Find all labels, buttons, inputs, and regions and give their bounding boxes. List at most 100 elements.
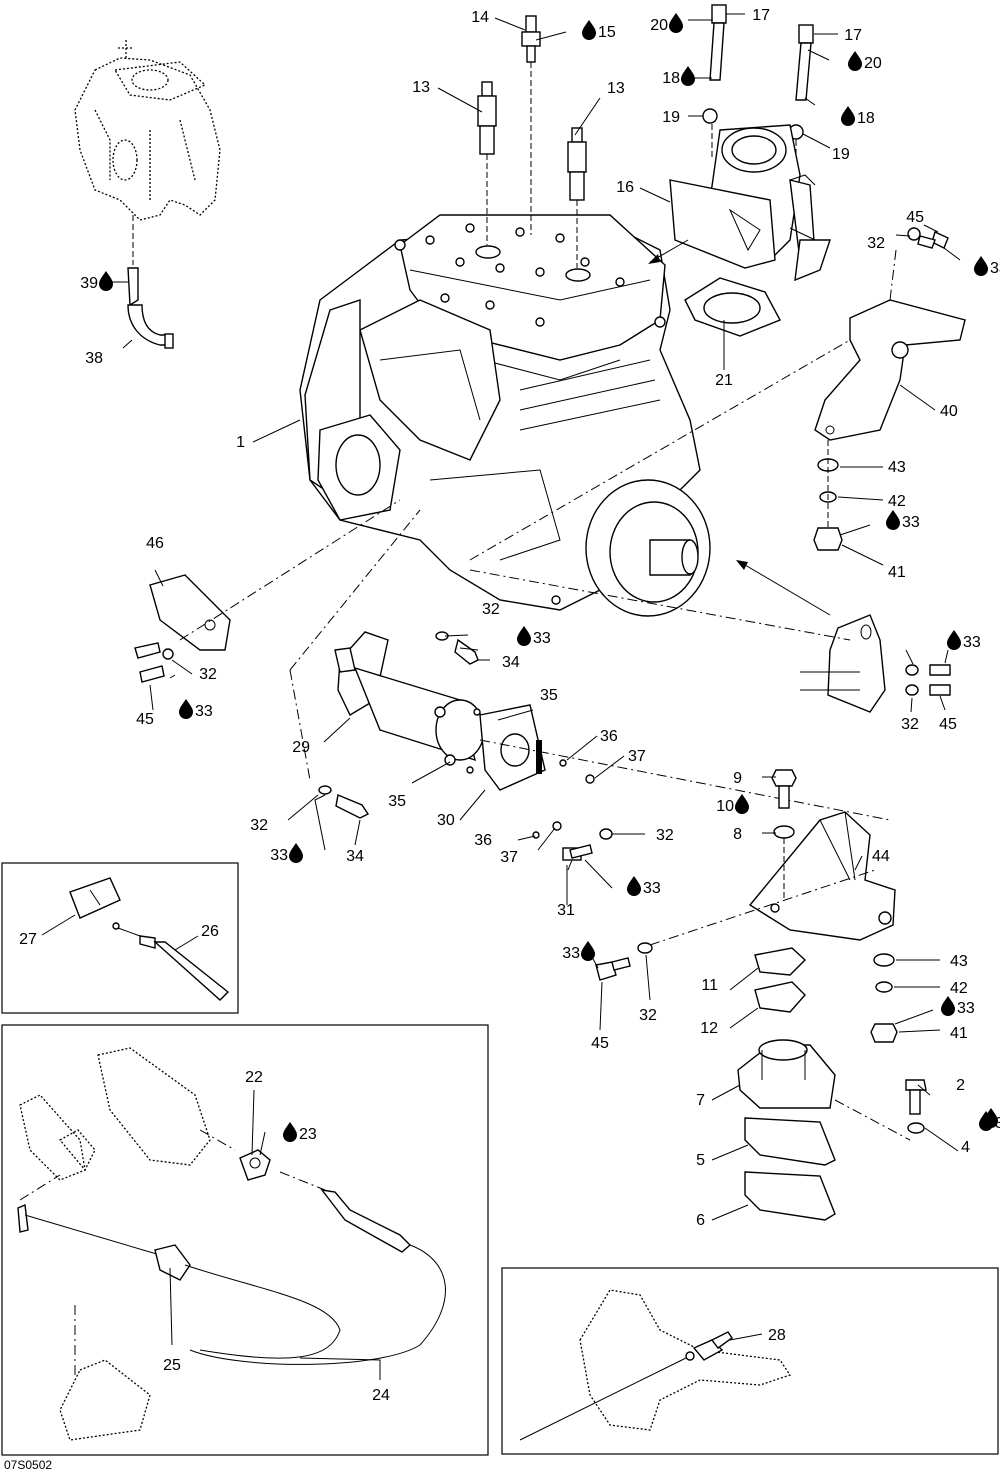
- callout-number: 17: [752, 7, 770, 24]
- drop-icon: [735, 794, 749, 814]
- callout-15: 15: [582, 20, 616, 41]
- callout-20: 20: [650, 13, 683, 34]
- callout-number: 42: [888, 493, 906, 510]
- callout-number: 20: [650, 17, 668, 34]
- callout-number: 32: [639, 1007, 657, 1024]
- callout-11: 11: [701, 977, 718, 994]
- callout-46: 46: [146, 535, 164, 552]
- callout-34: 34: [346, 848, 364, 865]
- callout-32: 32: [199, 666, 217, 683]
- callout-36: 36: [474, 832, 492, 849]
- engine-support-46: [134, 574, 231, 683]
- callout-number: 37: [628, 748, 646, 765]
- callout-number: 32: [867, 235, 885, 252]
- drop-icon: [179, 699, 193, 719]
- drop-icon: [979, 1111, 993, 1131]
- callout-28: 28: [768, 1327, 786, 1344]
- callout-number: 36: [600, 728, 618, 745]
- upper-mount-hardware: [813, 440, 843, 551]
- callout-8: 8: [733, 826, 742, 843]
- callout-38: 38: [85, 350, 103, 367]
- callout-number: 43: [950, 953, 968, 970]
- callout-number: 9: [733, 770, 742, 787]
- callout-22: 22: [245, 1069, 263, 1086]
- callout-27: 27: [19, 931, 37, 948]
- callout-19: 19: [662, 109, 680, 126]
- callout-29: 29: [292, 739, 310, 756]
- callout-30: 30: [437, 812, 455, 829]
- throttle-gasket: [684, 277, 781, 337]
- callout-24: 24: [372, 1387, 390, 1404]
- drop-icon: [886, 510, 900, 530]
- drop-icon: [947, 630, 961, 650]
- drop-icon: [581, 941, 595, 961]
- spark-plug-left: [477, 81, 497, 245]
- callout-number: 46: [146, 535, 164, 552]
- callout-32: 32: [250, 817, 268, 834]
- callout-number: 25: [163, 1357, 181, 1374]
- callout-13: 13: [607, 80, 625, 97]
- callout-number: 38: [85, 350, 103, 367]
- callout-number: 2: [956, 1077, 965, 1094]
- callout-number: 45: [136, 711, 154, 728]
- throttle-body: [669, 124, 831, 282]
- drop-icon: [669, 13, 683, 33]
- callout-number: 32: [656, 827, 674, 844]
- drop-icon: [289, 843, 303, 863]
- primer-parts: [69, 877, 230, 1001]
- callout-number: 45: [906, 209, 924, 226]
- engine-support-44: [748, 811, 896, 941]
- drain-assembly: [519, 1289, 792, 1441]
- callout-number: 43: [888, 459, 906, 476]
- callout-43: 43: [888, 459, 906, 476]
- shims: [754, 947, 807, 1013]
- callout-number: 32: [199, 666, 217, 683]
- callout-32: 32: [867, 235, 885, 252]
- callout-number: 28: [768, 1327, 786, 1344]
- callout-18: 18: [662, 66, 695, 87]
- callout-number: 26: [201, 923, 219, 940]
- inset-box-drain: [501, 1267, 999, 1455]
- callout-36: 36: [600, 728, 618, 745]
- callout-number: 32: [901, 716, 919, 733]
- callout-40: 40: [940, 403, 958, 420]
- callout-6: 6: [696, 1212, 705, 1229]
- drop-icon: [627, 876, 641, 896]
- callout-37: 37: [500, 849, 518, 866]
- callout-number: 33: [195, 703, 213, 720]
- callout-number: 23: [299, 1126, 317, 1143]
- callout-1: 1: [236, 434, 245, 451]
- callout-32: 32: [656, 827, 674, 844]
- callout-number: 7: [696, 1092, 705, 1109]
- bolt-9-stack: [771, 769, 797, 900]
- temperature-sensor: [521, 15, 541, 235]
- elbow-fitting: [127, 267, 174, 349]
- callout-number: 36: [474, 832, 492, 849]
- spark-plug-right: [567, 127, 587, 268]
- callout-35: 35: [540, 687, 558, 704]
- callout-number: 45: [939, 716, 957, 733]
- callout-43: 43: [950, 953, 968, 970]
- callout-number: 32: [482, 601, 500, 618]
- callout-number: 16: [616, 179, 634, 196]
- callout-labels: 1234567891011121313141516171718181919202…: [19, 7, 1000, 1404]
- engine-block: [299, 214, 711, 617]
- callout-number: 18: [857, 110, 875, 127]
- callout-45: 45: [906, 209, 924, 226]
- callout-2: 2: [956, 1077, 965, 1094]
- callout-45: 45: [939, 716, 957, 733]
- callout-number: 19: [832, 146, 850, 163]
- callout-number: 15: [598, 24, 616, 41]
- bolt-2: [905, 1079, 927, 1134]
- drop-icon: [974, 256, 988, 276]
- callout-number: 20: [864, 55, 882, 72]
- callout-21: 21: [715, 372, 733, 389]
- callout-number: 6: [696, 1212, 705, 1229]
- bolt-17-left: [702, 4, 727, 160]
- callout-7: 7: [696, 1092, 705, 1109]
- callout-33: 33: [627, 876, 661, 897]
- callout-4: 4: [961, 1139, 970, 1156]
- callout-number: 13: [607, 80, 625, 97]
